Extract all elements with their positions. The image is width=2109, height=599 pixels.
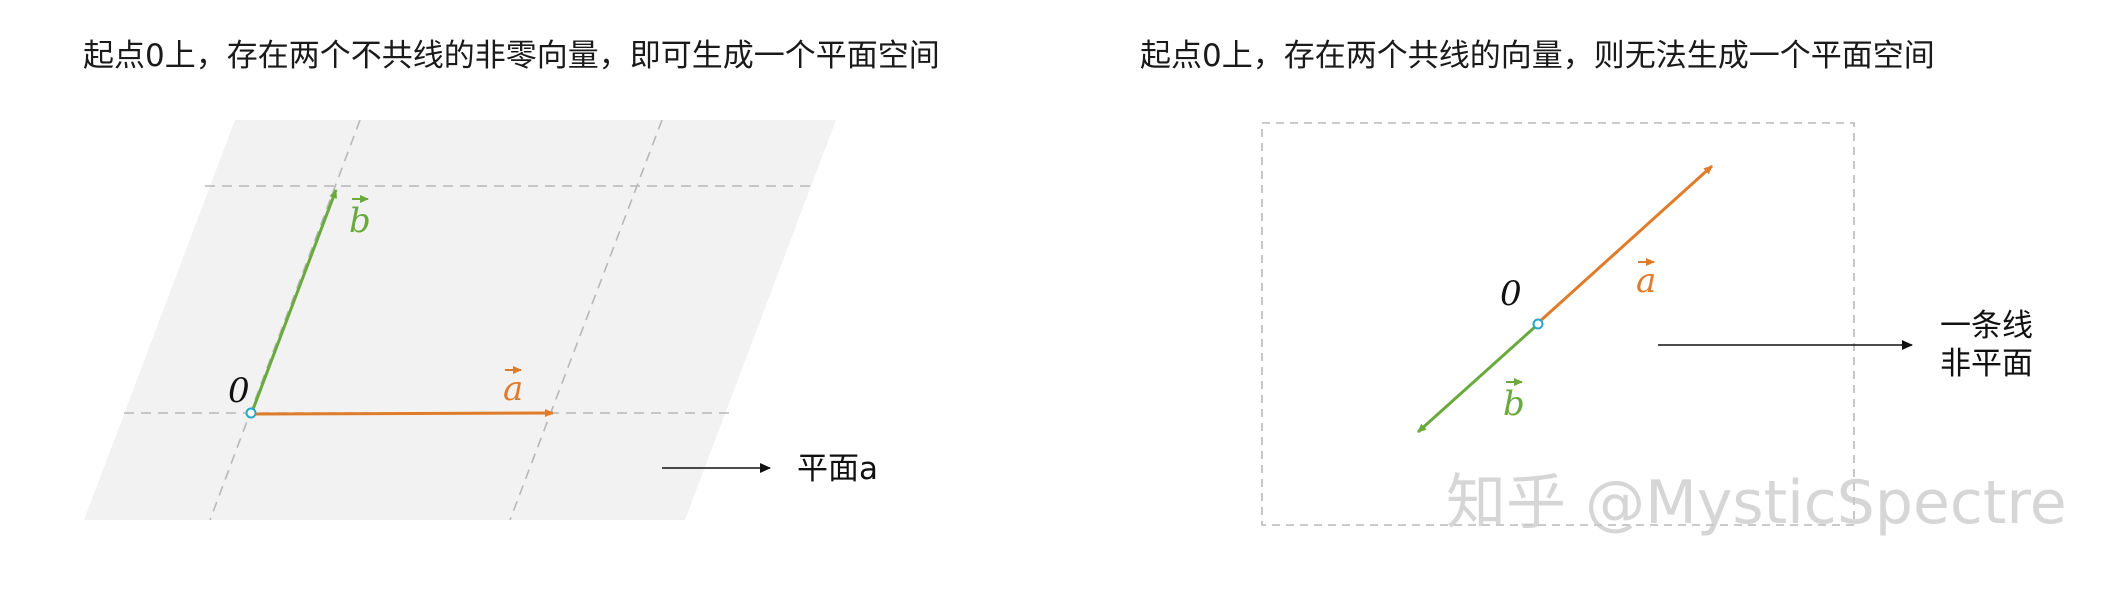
svg-text:a: a: [1636, 261, 1656, 301]
dashed-frame: [1261, 122, 1855, 526]
vector-b-label: b: [1503, 378, 1525, 424]
note-line2: 非平面: [1940, 346, 2033, 382]
note-line1: 一条线: [1940, 308, 2033, 344]
vector-a-label: a: [1636, 258, 1656, 301]
vector-b-arrow: [250, 189, 338, 413]
origin-dot: [1532, 318, 1544, 330]
plane-parallelogram: [84, 120, 836, 520]
caption-right: 起点0上，存在两个共线的向量，则无法生成一个平面空间: [1140, 38, 1935, 74]
left-panel: 0 a b 平面a: [84, 119, 878, 521]
vector-a-label: a: [503, 366, 523, 409]
grid-line: [209, 119, 361, 521]
caption-left: 起点0上，存在两个不共线的非零向量，即可生成一个平面空间: [83, 38, 940, 74]
svg-text:b: b: [349, 201, 371, 241]
origin-label: 0: [228, 371, 250, 411]
vector-b-label: b: [349, 195, 371, 241]
plane-label: 平面a: [797, 451, 878, 487]
origin-dot: [245, 407, 257, 419]
vector-a-arrow: [251, 409, 554, 418]
vector-a-arrow: [1536, 164, 1714, 325]
right-panel: 0 a b 一条线 非平面: [1261, 122, 2033, 526]
vector-b-arrow: [1416, 324, 1538, 434]
watermark: 知乎 @MysticSpectre: [1446, 468, 2067, 538]
origin-label: 0: [1500, 274, 1522, 314]
svg-text:b: b: [1503, 384, 1525, 424]
svg-text:a: a: [503, 369, 523, 409]
